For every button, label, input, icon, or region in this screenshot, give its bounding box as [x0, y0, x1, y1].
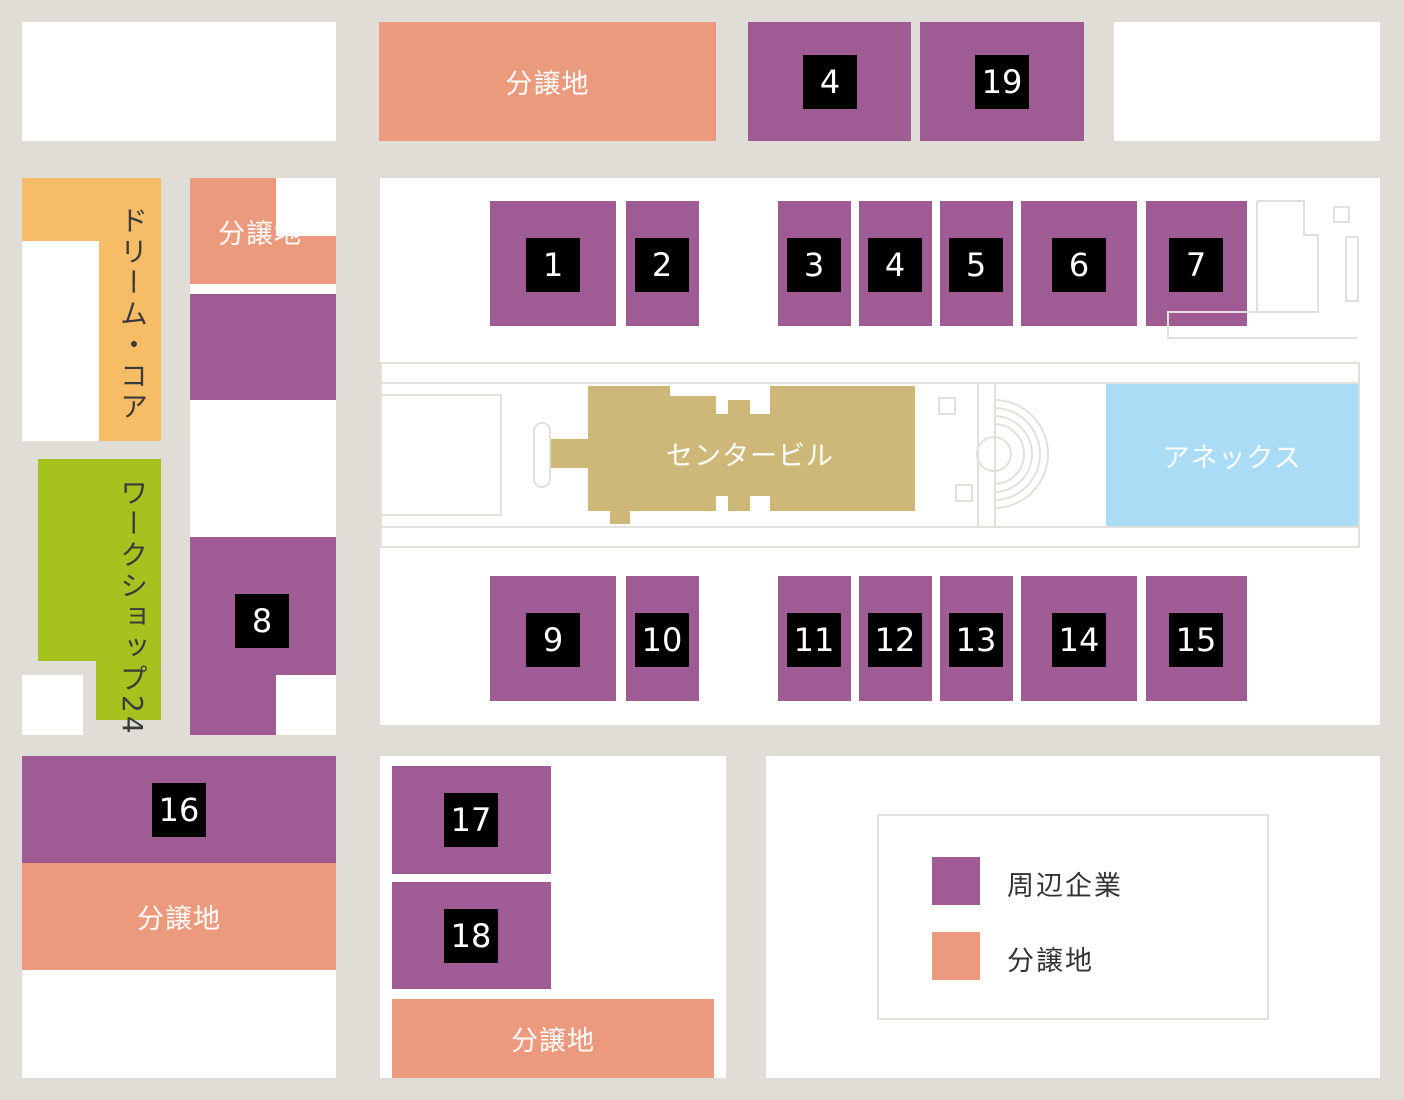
lot-number-badge: 12 — [868, 613, 922, 667]
dream-core-label: ドリーム・コア — [116, 206, 149, 423]
center-building-label: センタービル — [666, 440, 834, 472]
lot-2[interactable]: 2 — [626, 201, 699, 326]
lot-number-badge: 17 — [444, 793, 498, 847]
lot-number-badge: 15 — [1169, 613, 1223, 667]
outline-structure-right — [1167, 200, 1359, 339]
lot-number-badge: 7 — [1169, 238, 1223, 292]
lot-number-badge: 18 — [444, 909, 498, 963]
lot-top-19[interactable]: 19 — [920, 22, 1084, 141]
lot-6[interactable]: 6 — [1021, 201, 1137, 326]
corridor-inner-line-bottom — [380, 526, 1360, 528]
plaza-left-outline — [380, 394, 502, 516]
lot-13[interactable]: 13 — [940, 576, 1013, 701]
small-square-bottom — [955, 484, 973, 502]
lot-4[interactable]: 4 — [859, 201, 932, 326]
lot-9[interactable]: 9 — [490, 576, 616, 701]
lot-number-badge: 3 — [787, 238, 841, 292]
annex-building[interactable]: アネックス — [1106, 384, 1358, 526]
lot-number-badge: 11 — [787, 613, 841, 667]
legend-box: 周辺企業 分譲地 — [877, 814, 1269, 1020]
lot-number-badge: 4 — [803, 55, 857, 109]
workshop-building[interactable] — [38, 459, 161, 661]
notch-col2 — [276, 178, 336, 236]
lot-col2-unnumbered[interactable] — [190, 294, 336, 400]
legend-swatch-company — [932, 857, 980, 905]
block-top-right — [1114, 22, 1380, 141]
divider-line-2 — [994, 384, 996, 526]
lot-number-badge: 10 — [635, 613, 689, 667]
lot-number-badge: 16 — [152, 783, 206, 837]
dream-core-building[interactable] — [99, 178, 161, 441]
small-square-top — [938, 397, 956, 415]
lot-number-badge: 6 — [1052, 238, 1106, 292]
lot-12[interactable]: 12 — [859, 576, 932, 701]
lot-17[interactable]: 17 — [392, 766, 551, 874]
lot-1[interactable]: 1 — [490, 201, 616, 326]
for-sale-label: 分譲地 — [505, 69, 590, 100]
lot-top-4[interactable]: 4 — [748, 22, 911, 141]
lot-3[interactable]: 3 — [778, 201, 851, 326]
lot-for-sale-bottom-mid[interactable]: 分譲地 — [392, 999, 714, 1078]
center-building[interactable] — [548, 382, 918, 528]
workshop-label: ワークショップ24 — [116, 478, 149, 737]
lot-number-badge: 8 — [235, 594, 289, 648]
annex-label: アネックス — [1162, 442, 1302, 474]
lot-number-badge: 14 — [1052, 613, 1106, 667]
pillar-outline — [533, 422, 551, 488]
lot-for-sale-top[interactable]: 分譲地 — [379, 22, 716, 141]
for-sale-label: 分譲地 — [511, 1026, 595, 1057]
lot-11[interactable]: 11 — [778, 576, 851, 701]
lot-14[interactable]: 14 — [1021, 576, 1137, 701]
legend-label-company: 周辺企業 — [1007, 871, 1123, 902]
lot-18[interactable]: 18 — [392, 882, 551, 989]
for-sale-label-col2: 分譲地 — [218, 218, 302, 250]
lot-5[interactable]: 5 — [940, 201, 1013, 326]
lot-number-badge: 19 — [975, 55, 1029, 109]
notch-lot8 — [276, 675, 336, 735]
block-top-left — [22, 22, 336, 141]
lot-number-badge: 1 — [526, 238, 580, 292]
amphitheatre-outline — [976, 399, 1049, 509]
lot-number-badge: 5 — [949, 238, 1003, 292]
workshop-building-lower — [96, 655, 161, 720]
corridor-inner-line-top — [380, 382, 1360, 384]
block-bottom-right — [766, 756, 1380, 1078]
block-left-lower — [22, 675, 83, 735]
lot-number-badge: 4 — [868, 238, 922, 292]
lot-number-badge: 13 — [949, 613, 1003, 667]
lot-for-sale-bottom-left[interactable]: 分譲地 — [22, 863, 336, 970]
lot-number-badge: 9 — [526, 613, 580, 667]
lot-15[interactable]: 15 — [1146, 576, 1247, 701]
lot-16[interactable]: 16 — [22, 756, 336, 863]
legend-label-for-sale: 分譲地 — [1007, 946, 1094, 977]
legend-swatch-for-sale — [932, 932, 980, 980]
lot-7[interactable]: 7 — [1146, 201, 1247, 326]
lot-number-badge: 2 — [635, 238, 689, 292]
for-sale-label: 分譲地 — [137, 904, 221, 935]
lot-10[interactable]: 10 — [626, 576, 699, 701]
